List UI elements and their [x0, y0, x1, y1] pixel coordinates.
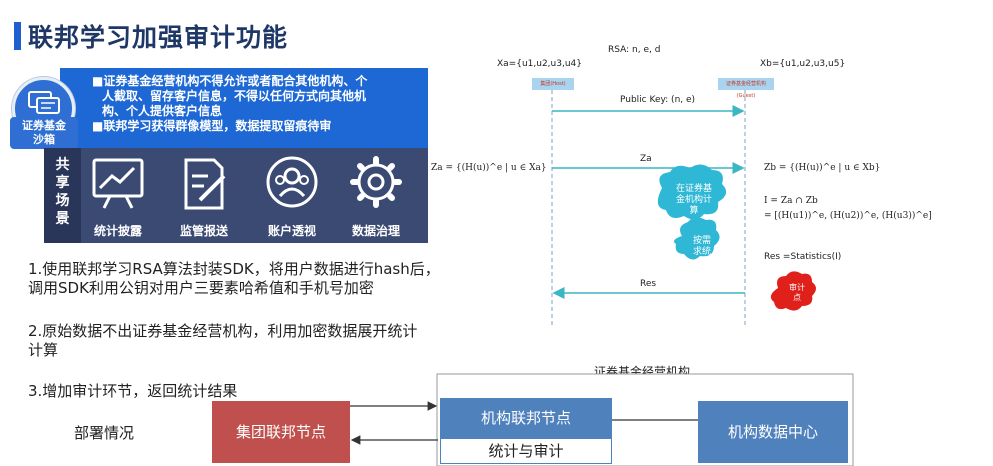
xa-set: Xa={u1,u2,u3,u4} [497, 59, 582, 69]
rsa-protocol-diagram [551, 90, 816, 325]
xb-set: Xb={u1,u2,u3,u5} [760, 59, 846, 69]
res-formula: Res =Statistics(I) [764, 252, 842, 262]
scenario-label-governance: 数据治理 [351, 224, 400, 238]
cloud-text: 金机构计 [675, 195, 712, 205]
cloud-statistics [674, 217, 720, 260]
cloud-text: 点 [793, 293, 801, 302]
za-formula: Za = {(H(u))^e | u ∈ Xa} [431, 163, 547, 173]
msg-res: Res [640, 279, 657, 289]
document-stack-icon [28, 91, 60, 114]
step-2-line-1: 2.原始数据不出证券基金经营机构，利用加密数据展开统计 [28, 322, 418, 340]
title-accent-bar [14, 22, 21, 50]
intersection-line-1: I = Za ∩ Zb [764, 196, 818, 206]
cloud-text: 计 [697, 258, 707, 268]
msg-za: Za [640, 154, 652, 164]
caption-char: 共 [55, 157, 70, 173]
cloud-text: 求统 [692, 247, 711, 257]
shared-scenarios-caption: 共 享 场 景 [44, 148, 81, 243]
cloud-compute [657, 164, 727, 220]
page-title: 联邦学习加强审计功能 [28, 23, 289, 52]
cloud-text: 按需 [692, 236, 711, 246]
group-federated-node: 集团联邦节点 [212, 401, 350, 463]
step-1-line-1: 1.使用联邦学习RSA算法封装SDK，将用户数据进行hash后， [28, 260, 440, 278]
step-3: 3.增加审计环节，返回统计结果 [28, 382, 238, 400]
org-federated-node: 机构联邦节点 [440, 398, 612, 438]
intro-line-3: 构、个人提供客户信息 [102, 104, 223, 118]
cloud-compute-label: 在证券基 金机构计 算 [674, 184, 714, 217]
caption-char: 享 [55, 175, 70, 191]
intersection-line-2: = [(H(u1))^e, (H(u2))^e, (H(u3))^e] [764, 211, 932, 221]
users-icon [266, 156, 318, 208]
cloud-statistics-label: 按需 求统 计 [688, 236, 716, 269]
gear-icon [350, 156, 402, 208]
org-data-center: 机构数据中心 [698, 401, 848, 463]
intro-line-1: ■证券基金经营机构不得允许或者配合其他机构、个 [92, 74, 368, 88]
sandbox-label-line-1: 证券基金 [22, 119, 66, 132]
scenario-label-regulatory: 监管报送 [179, 224, 228, 238]
deployment-caption: 部署情况 [74, 424, 135, 442]
scenario-label-stats: 统计披露 [93, 224, 142, 238]
msg-public-key: Public Key: (n, e) [620, 95, 696, 105]
step-2-line-2: 计算 [28, 341, 59, 359]
chart-board-icon [92, 158, 144, 209]
guest-head: 证券基金经营机构(Guest) [718, 78, 774, 99]
host-head: 集团(Host) [532, 78, 574, 90]
cloud-text: 算 [689, 206, 699, 216]
zb-formula: Zb = {(H(u))^e | u ∈ Xb} [764, 163, 881, 173]
caption-char: 场 [55, 193, 70, 209]
sandbox-label-line-2: 沙箱 [33, 133, 55, 146]
intro-line-4: ■联邦学习获得群像模型，数据提取留痕待审 [92, 119, 332, 133]
step-1-line-2: 调用SDK利用公钥对用户三要素哈希值和手机号加密 [28, 279, 374, 297]
intro-line-2: 人截取、留存客户信息，不得以任何方式向其他机 [102, 89, 367, 103]
cloud-audit [770, 271, 816, 311]
scenario-label-account: 账户透视 [267, 224, 316, 238]
caption-char: 景 [55, 211, 70, 227]
sandbox-label: 证券基金 沙箱 [10, 117, 78, 149]
stat-audit-box: 统计与审计 [440, 438, 612, 464]
rsa-label: RSA: n, e, d [608, 45, 661, 55]
cloud-text: 在证券基 [675, 184, 712, 194]
intro-box: ■证券基金经营机构不得允许或者配合其他机构、个 人截取、留存客户信息，不得以任何… [60, 68, 428, 148]
cloud-text: 审计 [789, 283, 805, 292]
cloud-audit-label: 审计 点 [786, 283, 808, 303]
document-edit-icon [184, 158, 226, 210]
